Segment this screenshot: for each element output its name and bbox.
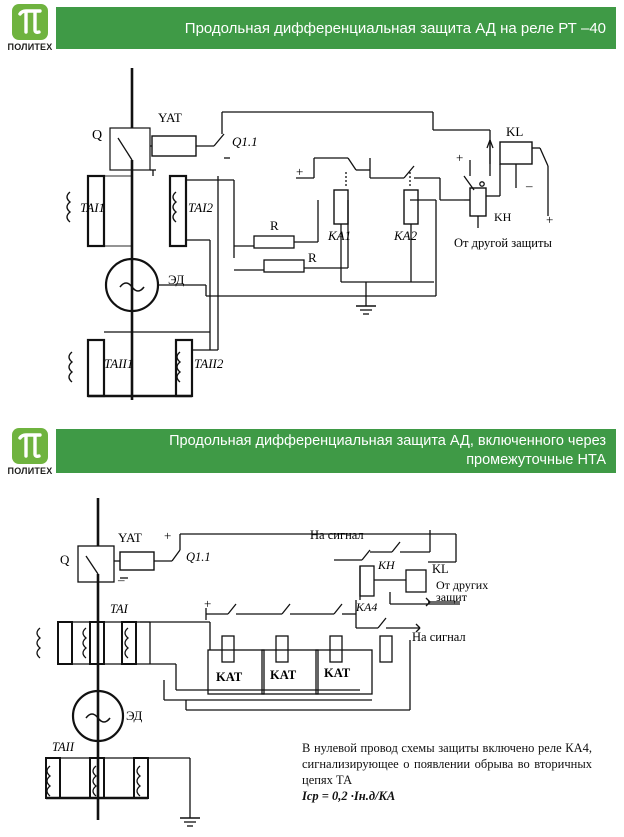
from-others-2: защит xyxy=(436,590,467,604)
r1-label: R xyxy=(270,218,279,233)
protection-note: В нулевой провод схемы защиты включено р… xyxy=(302,740,592,804)
kh-label: KH xyxy=(494,210,512,224)
from-others-1: От других xyxy=(436,578,489,592)
r2-label: R xyxy=(308,250,317,265)
motor2-label: ЭД xyxy=(126,708,143,723)
politeh-logo: ПОЛИТЕХ xyxy=(6,4,54,54)
slide1-diagram: Q YAT Q1.1 TAI1 TAI2 R R KA1 KA2 KL KH О… xyxy=(0,60,624,415)
q11-2-label: Q1.1 xyxy=(186,550,211,564)
tai-label: TAI xyxy=(110,602,128,616)
from-other-label: От другой защиты xyxy=(454,236,552,250)
pi-logo-icon xyxy=(12,4,48,40)
kh2-label: KH xyxy=(378,558,395,572)
ka1-label: KA1 xyxy=(328,228,352,243)
politeh-logo-2: ПОЛИТЕХ xyxy=(6,428,54,478)
kat1-label: KAT xyxy=(216,670,243,684)
ka2-label: KA2 xyxy=(394,228,418,243)
plus-label-3: + xyxy=(546,212,554,227)
minus-label: – xyxy=(526,178,533,193)
kat2-label: KAT xyxy=(270,668,297,682)
logo-text-2: ПОЛИТЕХ xyxy=(7,466,53,476)
plus2-label: + xyxy=(164,528,172,543)
plus3-label: + xyxy=(204,596,212,611)
slide2-title-line1: Продольная дифференциальная защита АД, в… xyxy=(169,433,606,449)
slide2-diagram: Q YAT Q1.1 + TAI ЭД TAII На сигнал KH KL… xyxy=(0,490,624,837)
kl2-label: KL xyxy=(432,562,449,576)
na-signal-mid: На сигнал xyxy=(412,630,466,644)
note-text: В нулевой провод схемы защиты включено р… xyxy=(302,741,592,787)
q11-label: Q1.1 xyxy=(232,134,258,149)
taii-label: TAII xyxy=(52,740,74,754)
formula-text: Iср = 0,2 ·Iн.д/KA xyxy=(302,789,396,803)
ta1-label: TAI1 xyxy=(80,200,106,215)
slide2-title: Продольная дифференциальная защита АД, в… xyxy=(56,429,616,473)
tail2-label: TAII2 xyxy=(194,356,224,371)
minus2-label: – xyxy=(118,572,125,587)
ka4-label: KA4 xyxy=(356,600,378,614)
logo-text: ПОЛИТЕХ xyxy=(7,42,53,52)
motor-label: ЭД xyxy=(168,272,185,287)
ta2-label: TAI2 xyxy=(188,200,214,215)
q-label: Q xyxy=(92,128,103,143)
yat2-label: YAT xyxy=(118,530,142,545)
pi-logo-icon-2 xyxy=(12,428,48,464)
kl-label: KL xyxy=(506,124,524,139)
kat3-label: KAT xyxy=(324,666,351,680)
plus-label: + xyxy=(296,164,304,179)
tail1-label: TAII1 xyxy=(104,356,134,371)
yat-label: YAT xyxy=(158,110,182,125)
plus-label-2: + xyxy=(456,150,464,165)
slide1-header: ПОЛИТЕХ Продольная дифференциальная защи… xyxy=(0,0,624,56)
slide2-header: ПОЛИТЕХ Продольная дифференциальная защи… xyxy=(0,424,624,480)
slide2-title-line2: промежуточные НТА xyxy=(466,452,606,468)
q2-label: Q xyxy=(60,552,70,567)
na-signal-top: На сигнал xyxy=(310,528,364,542)
slide1-title: Продольная дифференциальная защита АД на… xyxy=(56,7,616,49)
